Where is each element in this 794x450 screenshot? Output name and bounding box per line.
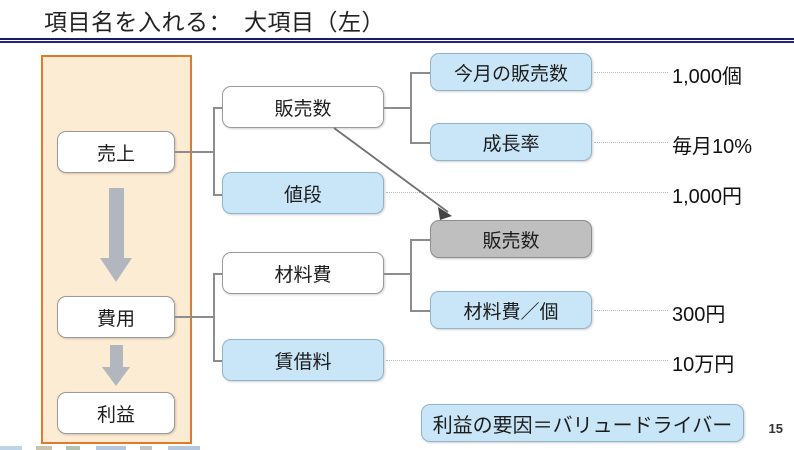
node-growth-rate[interactable]: 成長率 bbox=[430, 123, 592, 161]
connector-material-to-unitcost bbox=[410, 310, 432, 312]
value-rent: 10万円 bbox=[672, 354, 735, 376]
down-arrow-large-icon bbox=[100, 188, 132, 282]
node-rent[interactable]: 賃借料 bbox=[222, 339, 384, 381]
connector-material-to-units bbox=[410, 239, 432, 241]
connector-sales-stem bbox=[175, 151, 213, 153]
node-material-cost[interactable]: 材料費 bbox=[222, 252, 384, 294]
page-title: 項目名を入れる： 大項目（左） bbox=[44, 9, 385, 35]
connector-units-stem bbox=[384, 107, 410, 109]
value-price: 1,000円 bbox=[672, 186, 743, 208]
leader-price bbox=[386, 192, 668, 193]
node-monthly-units[interactable]: 今月の販売数 bbox=[430, 53, 592, 91]
connector-material-bracket bbox=[410, 239, 412, 311]
value-monthly-units: 1,000個 bbox=[672, 66, 743, 88]
leader-monthly-units bbox=[594, 72, 668, 73]
node-profit[interactable]: 利益 bbox=[57, 392, 175, 434]
leader-material-cost-per-unit bbox=[594, 310, 668, 311]
value-material-cost-per-unit: 300円 bbox=[672, 304, 726, 326]
node-price[interactable]: 値段 bbox=[222, 172, 384, 214]
divider-line-top bbox=[0, 38, 794, 40]
node-cost[interactable]: 費用 bbox=[57, 296, 175, 338]
connector-units-to-month bbox=[410, 72, 432, 74]
leader-rent bbox=[386, 360, 668, 361]
title-divider bbox=[0, 38, 794, 43]
down-arrow-small-icon bbox=[100, 345, 132, 387]
connector-cost-bracket bbox=[213, 273, 215, 361]
bottom-cutoff-strip bbox=[0, 446, 240, 450]
page-number: 15 bbox=[768, 421, 783, 436]
connector-cost-stem bbox=[175, 316, 213, 318]
connector-material-stem bbox=[384, 273, 410, 275]
node-sales[interactable]: 売上 bbox=[57, 131, 175, 173]
connector-units-to-growth bbox=[410, 142, 432, 144]
divider-line-bottom bbox=[0, 41, 794, 43]
value-growth-rate: 毎月10% bbox=[672, 136, 753, 158]
node-cost-units-sold[interactable]: 販売数 bbox=[430, 220, 592, 258]
connector-sales-bracket bbox=[213, 107, 215, 195]
node-material-cost-per-unit[interactable]: 材料費／個 bbox=[430, 291, 592, 329]
node-units-sold[interactable]: 販売数 bbox=[222, 86, 384, 128]
leader-growth-rate bbox=[594, 142, 668, 143]
connector-units-bracket bbox=[410, 72, 412, 143]
value-driver-banner[interactable]: 利益の要因＝バリュードライバー bbox=[421, 404, 744, 442]
